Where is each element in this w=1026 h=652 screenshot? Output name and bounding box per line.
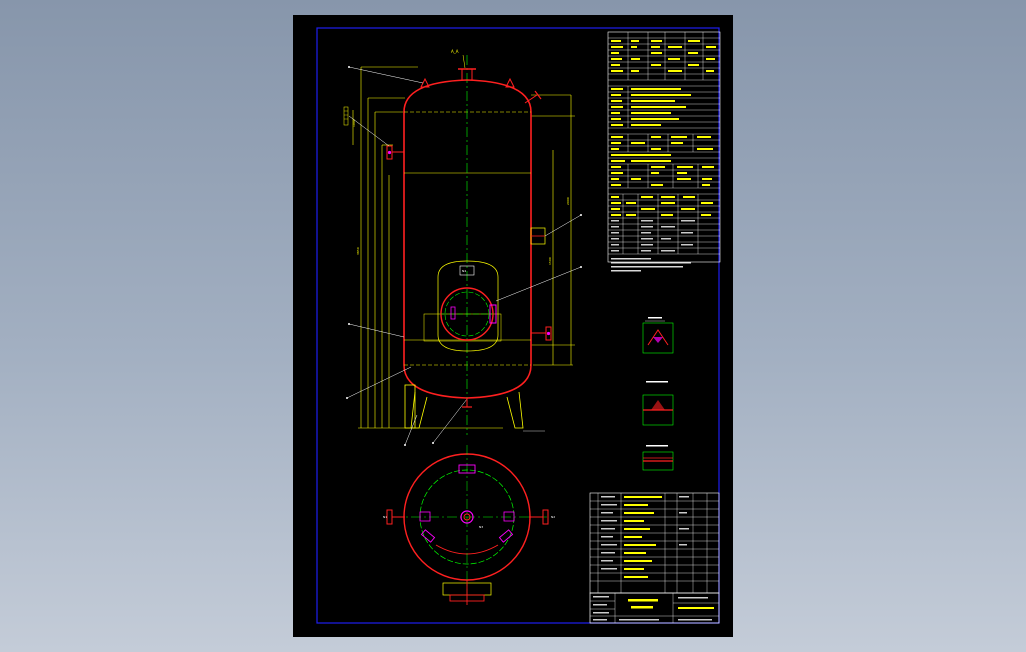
left-upper-nozzle (343, 106, 404, 160)
weld-detail-2 (642, 381, 674, 426)
mark-top: A_A (451, 49, 459, 54)
title-block (589, 592, 720, 624)
drawing-sheet: 1000 3850 2000 1500 A_A (293, 15, 733, 637)
vessel-plan-view: N1 N2 N3 (383, 445, 555, 605)
svg-text:3850: 3850 (356, 247, 360, 255)
manhole: N4 (423, 260, 582, 352)
svg-text:N1: N1 (383, 515, 387, 519)
drawing-border (316, 27, 720, 624)
svg-text:1000: 1000 (352, 119, 356, 127)
svg-text:N4: N4 (462, 269, 466, 273)
svg-text:N3: N3 (479, 525, 483, 529)
svg-text:1500: 1500 (548, 257, 552, 265)
svg-text:2000: 2000 (566, 197, 570, 205)
vessel-shell (403, 79, 532, 399)
weld-detail-1 (642, 317, 674, 354)
vessel-elevation-view: 1000 3850 2000 1500 A_A (343, 49, 582, 446)
pressure-vessel-drawing: 1000 3850 2000 1500 A_A (316, 27, 721, 624)
svg-text:N2: N2 (551, 515, 555, 519)
right-gauge-nozzle (530, 214, 582, 245)
parts-list-table (589, 492, 720, 594)
technical-data-table (607, 31, 721, 263)
support-legs (404, 384, 524, 429)
weld-detail-3 (642, 445, 674, 471)
right-lower-nozzle (531, 326, 552, 341)
technical-notes (611, 258, 691, 272)
